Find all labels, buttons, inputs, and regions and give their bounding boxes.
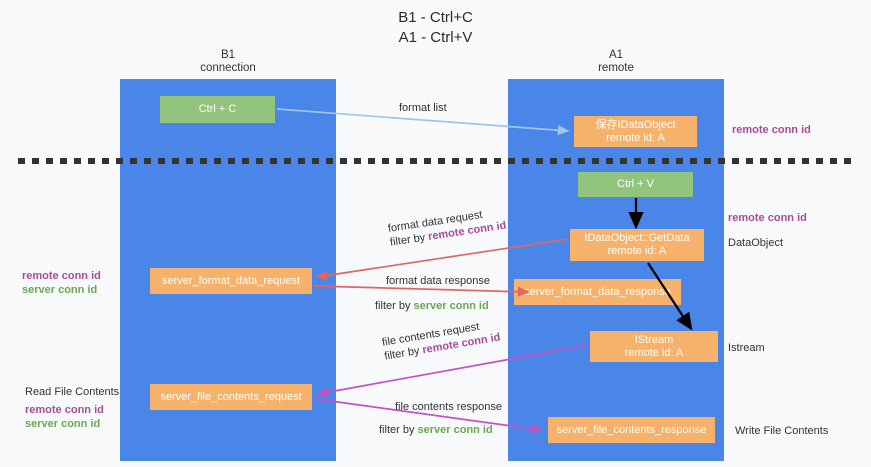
box-istream[interactable]: IStream remote id: A	[590, 331, 718, 362]
column-header-a1-role: remote	[598, 62, 634, 74]
annotation-read-file-contents: Read File Contents	[25, 385, 119, 399]
box-idataobject-getdata-line-1: IDataObject::GetData	[584, 232, 690, 244]
arrow-getdata-to-istream	[647, 262, 693, 331]
annotation-left-server-conn-id-bottom-text: server conn id	[25, 418, 101, 430]
box-save-idataobject-line-1: 保存IDataObject	[595, 118, 676, 131]
edge-label-format-data-response: format data response	[386, 274, 490, 288]
annotation-left-server-conn-id-mid-text: server conn id	[22, 284, 98, 296]
edge-label-format-data-response-filter: filter by server conn id	[375, 299, 489, 313]
annotation-left-server-conn-id-mid: server conn id	[22, 283, 97, 297]
annotation-left-remote-conn-id-bottom-text: remote conn id	[25, 404, 104, 416]
box-ctrl-c[interactable]: Ctrl + C	[160, 96, 275, 123]
box-ctrl-c-label: Ctrl + C	[198, 103, 237, 115]
filter-prefix: filter by	[375, 300, 414, 312]
edge-label-file-contents-response-filter: filter by server conn id	[379, 423, 493, 437]
annotation-dataobject: DataObject	[728, 236, 783, 250]
box-istream-line-1: IStream	[634, 333, 674, 346]
column-header-b1-role: connection	[200, 62, 256, 74]
edge-label-format-list-text: format list	[399, 102, 447, 114]
arrow-file-contents-response	[315, 398, 543, 434]
annotation-istream: Istream	[728, 341, 765, 355]
filter-prefix: filter by	[379, 424, 418, 436]
edge-label-file-contents-response: file contents response	[395, 400, 502, 414]
box-server-file-contents-response-label: server_file_contents_response	[556, 423, 707, 436]
filter-key-server-conn-id: server conn id	[413, 300, 489, 312]
annotation-remote-conn-id-mid: remote conn id	[728, 211, 807, 225]
box-idataobject-getdata-line-2: remote id: A	[607, 245, 667, 257]
edge-label-file-contents-response-text: file contents response	[395, 401, 503, 413]
annotation-remote-conn-id-top-text: remote conn id	[732, 124, 811, 136]
box-server-file-contents-request-label: server_file_contents_request	[160, 390, 302, 403]
box-save-idataobject-line-2: remote id: A	[606, 131, 665, 144]
box-save-idataobject[interactable]: 保存IDataObject remote id: A	[574, 116, 697, 147]
box-ctrl-v-label: Ctrl + V	[617, 178, 654, 190]
arrow-format-data-response	[313, 285, 530, 297]
annotation-left-server-conn-id-bottom: server conn id	[25, 417, 100, 431]
column-header-a1-name: A1	[608, 49, 624, 61]
diagram-title-line-1: B1 - Ctrl+C	[398, 9, 473, 26]
annotation-left-remote-conn-id-mid: remote conn id	[22, 269, 101, 283]
annotation-dataobject-text: DataObject	[728, 237, 784, 249]
filter-key-server-conn-id: server conn id	[417, 424, 493, 436]
arrow-file-contents-request	[316, 344, 589, 398]
box-istream-line-2: remote id: A	[624, 346, 684, 359]
box-ctrl-v[interactable]: Ctrl + V	[578, 172, 693, 197]
column-header-b1: B1 connection	[120, 49, 336, 75]
annotation-left-remote-conn-id-bottom: remote conn id	[25, 403, 104, 417]
diagram-title: B1 - Ctrl+C A1 - Ctrl+V	[0, 8, 871, 48]
box-server-format-data-request-label: server_format_data_request	[161, 274, 301, 287]
annotation-write-file-contents: Write File Contents	[735, 424, 828, 438]
box-server-file-contents-response[interactable]: server_file_contents_response	[548, 417, 715, 443]
annotation-istream-text: Istream	[728, 342, 765, 354]
annotation-write-file-contents-text: Write File Contents	[735, 425, 829, 437]
arrow-format-data-request	[315, 238, 569, 281]
annotation-remote-conn-id-top: remote conn id	[732, 123, 811, 137]
box-server-file-contents-request[interactable]: server_file_contents_request	[150, 384, 312, 410]
column-header-a1: A1 remote	[508, 49, 724, 75]
edge-label-format-list: format list	[399, 101, 447, 115]
arrow-format-list	[276, 108, 570, 136]
column-header-b1-name: B1	[220, 49, 236, 61]
edge-label-format-data-response-text: format data response	[386, 275, 490, 287]
box-server-format-data-response[interactable]: server_format_data_response	[514, 279, 681, 305]
box-server-format-data-request[interactable]: server_format_data_request	[150, 268, 312, 294]
box-idataobject-getdata[interactable]: IDataObject::GetData remote id: A	[570, 229, 704, 261]
annotation-remote-conn-id-mid-text: remote conn id	[728, 212, 807, 224]
annotation-read-file-contents-text: Read File Contents	[25, 386, 120, 398]
annotation-left-remote-conn-id-mid-text: remote conn id	[22, 270, 101, 282]
diagram-title-line-2: A1 - Ctrl+V	[398, 29, 473, 46]
box-server-format-data-response-label: server_format_data_response	[524, 285, 671, 298]
